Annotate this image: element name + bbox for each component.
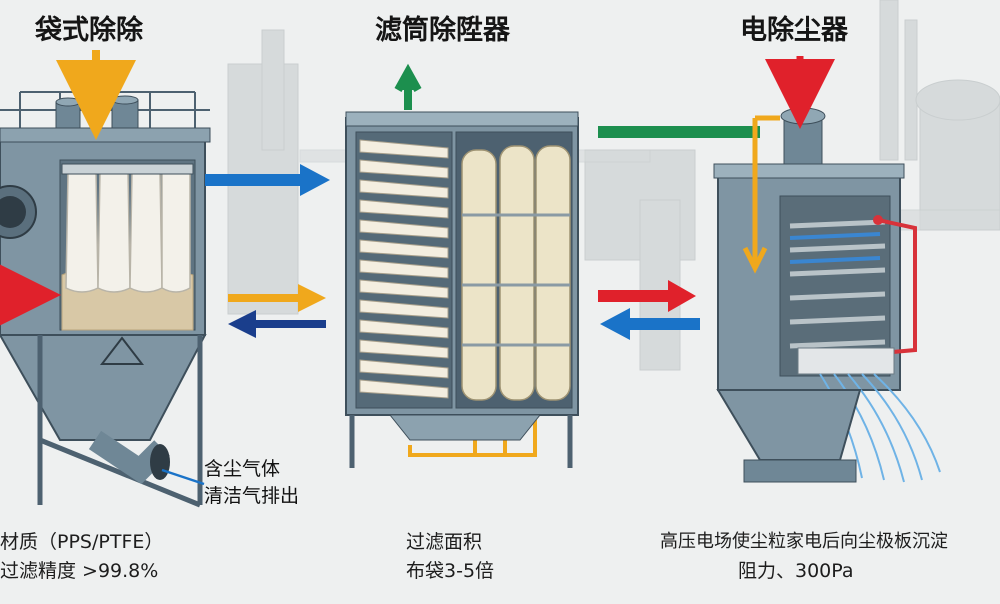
filter-bags (65, 171, 191, 293)
pleated-panels (359, 139, 449, 399)
legend-clean-gas: 清洁气排出 (204, 485, 300, 507)
caption-bag-line1: 材质（PPS/PTFE） (0, 531, 164, 553)
caption-bag-line2: 过滤精度 >99.8% (0, 560, 159, 582)
cartridge-clean-arrow (394, 63, 422, 110)
title-bag-filter: 袋式除除 (35, 15, 143, 46)
caption-cartridge-line2: 布袋3-5倍 (406, 560, 495, 582)
bag-filter-railing (0, 91, 210, 130)
legend-pointer (161, 468, 205, 486)
caption-cartridge-line1: 过滤面积 (406, 531, 483, 553)
bag-filter-unit (0, 50, 211, 508)
filter-cartridges (461, 145, 571, 401)
caption-esp-line2: 阻力、300Pa (738, 560, 854, 582)
flow-arrows-left (205, 164, 330, 338)
cartridge-filter-unit (345, 63, 579, 468)
collector-plates (789, 219, 886, 349)
water-spray (819, 373, 941, 483)
electrostatic-precipitator-unit (713, 56, 941, 483)
flow-arrows-right (598, 126, 760, 340)
title-esp: 电除尘器 (740, 15, 848, 46)
title-cartridge-filter: 滤筒除陞器 (375, 15, 510, 46)
caption-esp-line1: 高压电场使尘粒家电后向尘极板沉淀 (660, 531, 948, 552)
legend-dusty-gas: 含尘气体 (204, 458, 281, 480)
